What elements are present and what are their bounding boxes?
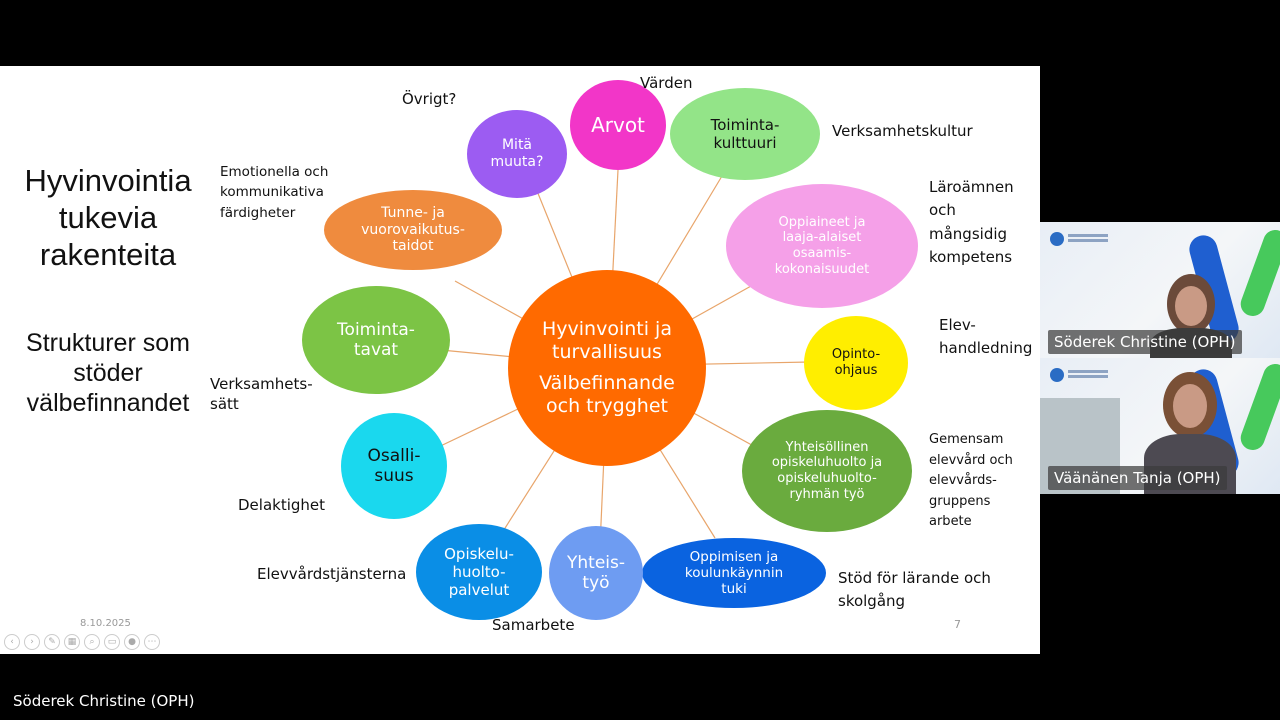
label-samarbete: Samarbete	[492, 616, 575, 634]
label-elevhandledning: Elev- handledning	[939, 316, 1033, 357]
title-swedish: Strukturer som stöder välbefinnandet	[26, 329, 190, 417]
bubble-osallisuus: Osalli- suus	[341, 413, 447, 519]
label-emotionella: Emotionella och kommunikativa färdighete…	[220, 164, 329, 221]
more-options-icon[interactable]: ⋯	[144, 634, 160, 650]
slide-controls: ‹ › ✎ ▦ ⌕ ▭ ● ⋯	[4, 634, 160, 650]
bubble-mita-muuta: Mitä muuta?	[467, 110, 567, 198]
zoom-icon[interactable]: ⌕	[84, 634, 100, 650]
label-varden: Värden	[640, 74, 693, 92]
prev-slide-icon[interactable]: ‹	[4, 634, 20, 650]
label-ovrigt: Övrigt?	[402, 90, 457, 108]
label-delaktighet: Delaktighet	[238, 496, 326, 514]
slide-date: 8.10.2025	[80, 618, 131, 629]
label-stod: Stöd för lärande och skolgång	[838, 569, 991, 611]
label-verksamhetskultur: Verksamhetskultur	[832, 122, 973, 140]
bubble-yhteistyo: Yhteis- työ	[549, 526, 643, 620]
participant-tile-soderek[interactable]: Söderek Christine (OPH)	[1040, 222, 1280, 358]
title-finnish: Hyvinvointia tukevia rakenteita	[24, 163, 192, 273]
bubble-oppiaineet: Oppiaineet ja laaja-alaiset osaamis- kok…	[726, 184, 918, 308]
oph-logo-icon	[1050, 368, 1064, 382]
active-speaker-label: Söderek Christine (OPH)	[13, 692, 195, 710]
slides-icon[interactable]: ▦	[64, 634, 80, 650]
bubble-oppimisen-tuki: Oppimisen ja koulunkäynnin tuki	[642, 538, 826, 608]
label-verksamhetssatt: Verksamhets- sätt	[210, 375, 313, 414]
presentation-slide: Hyvinvointia tukevia rakenteita Struktur…	[0, 66, 1040, 654]
next-slide-icon[interactable]: ›	[24, 634, 40, 650]
pen-icon[interactable]: ✎	[44, 634, 60, 650]
bubble-toimintakulttuuri: Toiminta- kulttuuri	[670, 88, 820, 180]
center-bubble: Hyvinvointi ja turvallisuus Välbefinnand…	[508, 270, 706, 466]
label-laroamnen: Läroämnen och mångsidig kompetens	[929, 178, 1014, 266]
center-text-swedish: Välbefinnande och trygghet	[539, 372, 675, 417]
participant-name: Söderek Christine (OPH)	[1048, 330, 1242, 354]
oph-logo-icon	[1050, 232, 1064, 246]
bubble-arvot: Arvot	[570, 80, 666, 170]
participant-name: Väänänen Tanja (OPH)	[1048, 466, 1227, 490]
bubble-yhteisollinen: Yhteisöllinen opiskeluhuolto ja opiskelu…	[742, 410, 912, 532]
slide-page-number: 7	[954, 618, 961, 631]
participant-tile-vaananen[interactable]: Väänänen Tanja (OPH)	[1040, 358, 1280, 494]
subtitles-icon[interactable]: ▭	[104, 634, 120, 650]
center-text-finnish: Hyvinvointi ja turvallisuus	[542, 318, 672, 364]
bubble-opiskeluhuoltopalvelut: Opiskelu- huolto- palvelut	[416, 524, 542, 620]
bubble-toimintatavat: Toiminta- tavat	[302, 286, 450, 394]
label-gemensam: Gemensam elevvård och elevvårds- gruppen…	[929, 432, 1013, 530]
label-elevvardstjansterna: Elevvårdstjänsterna	[257, 565, 407, 583]
bubble-opintoohjaus: Opinto- ohjaus	[804, 316, 908, 410]
bubble-tunne-taidot: Tunne- ja vuorovaikutus- taidot	[324, 190, 502, 270]
camera-icon[interactable]: ●	[124, 634, 140, 650]
